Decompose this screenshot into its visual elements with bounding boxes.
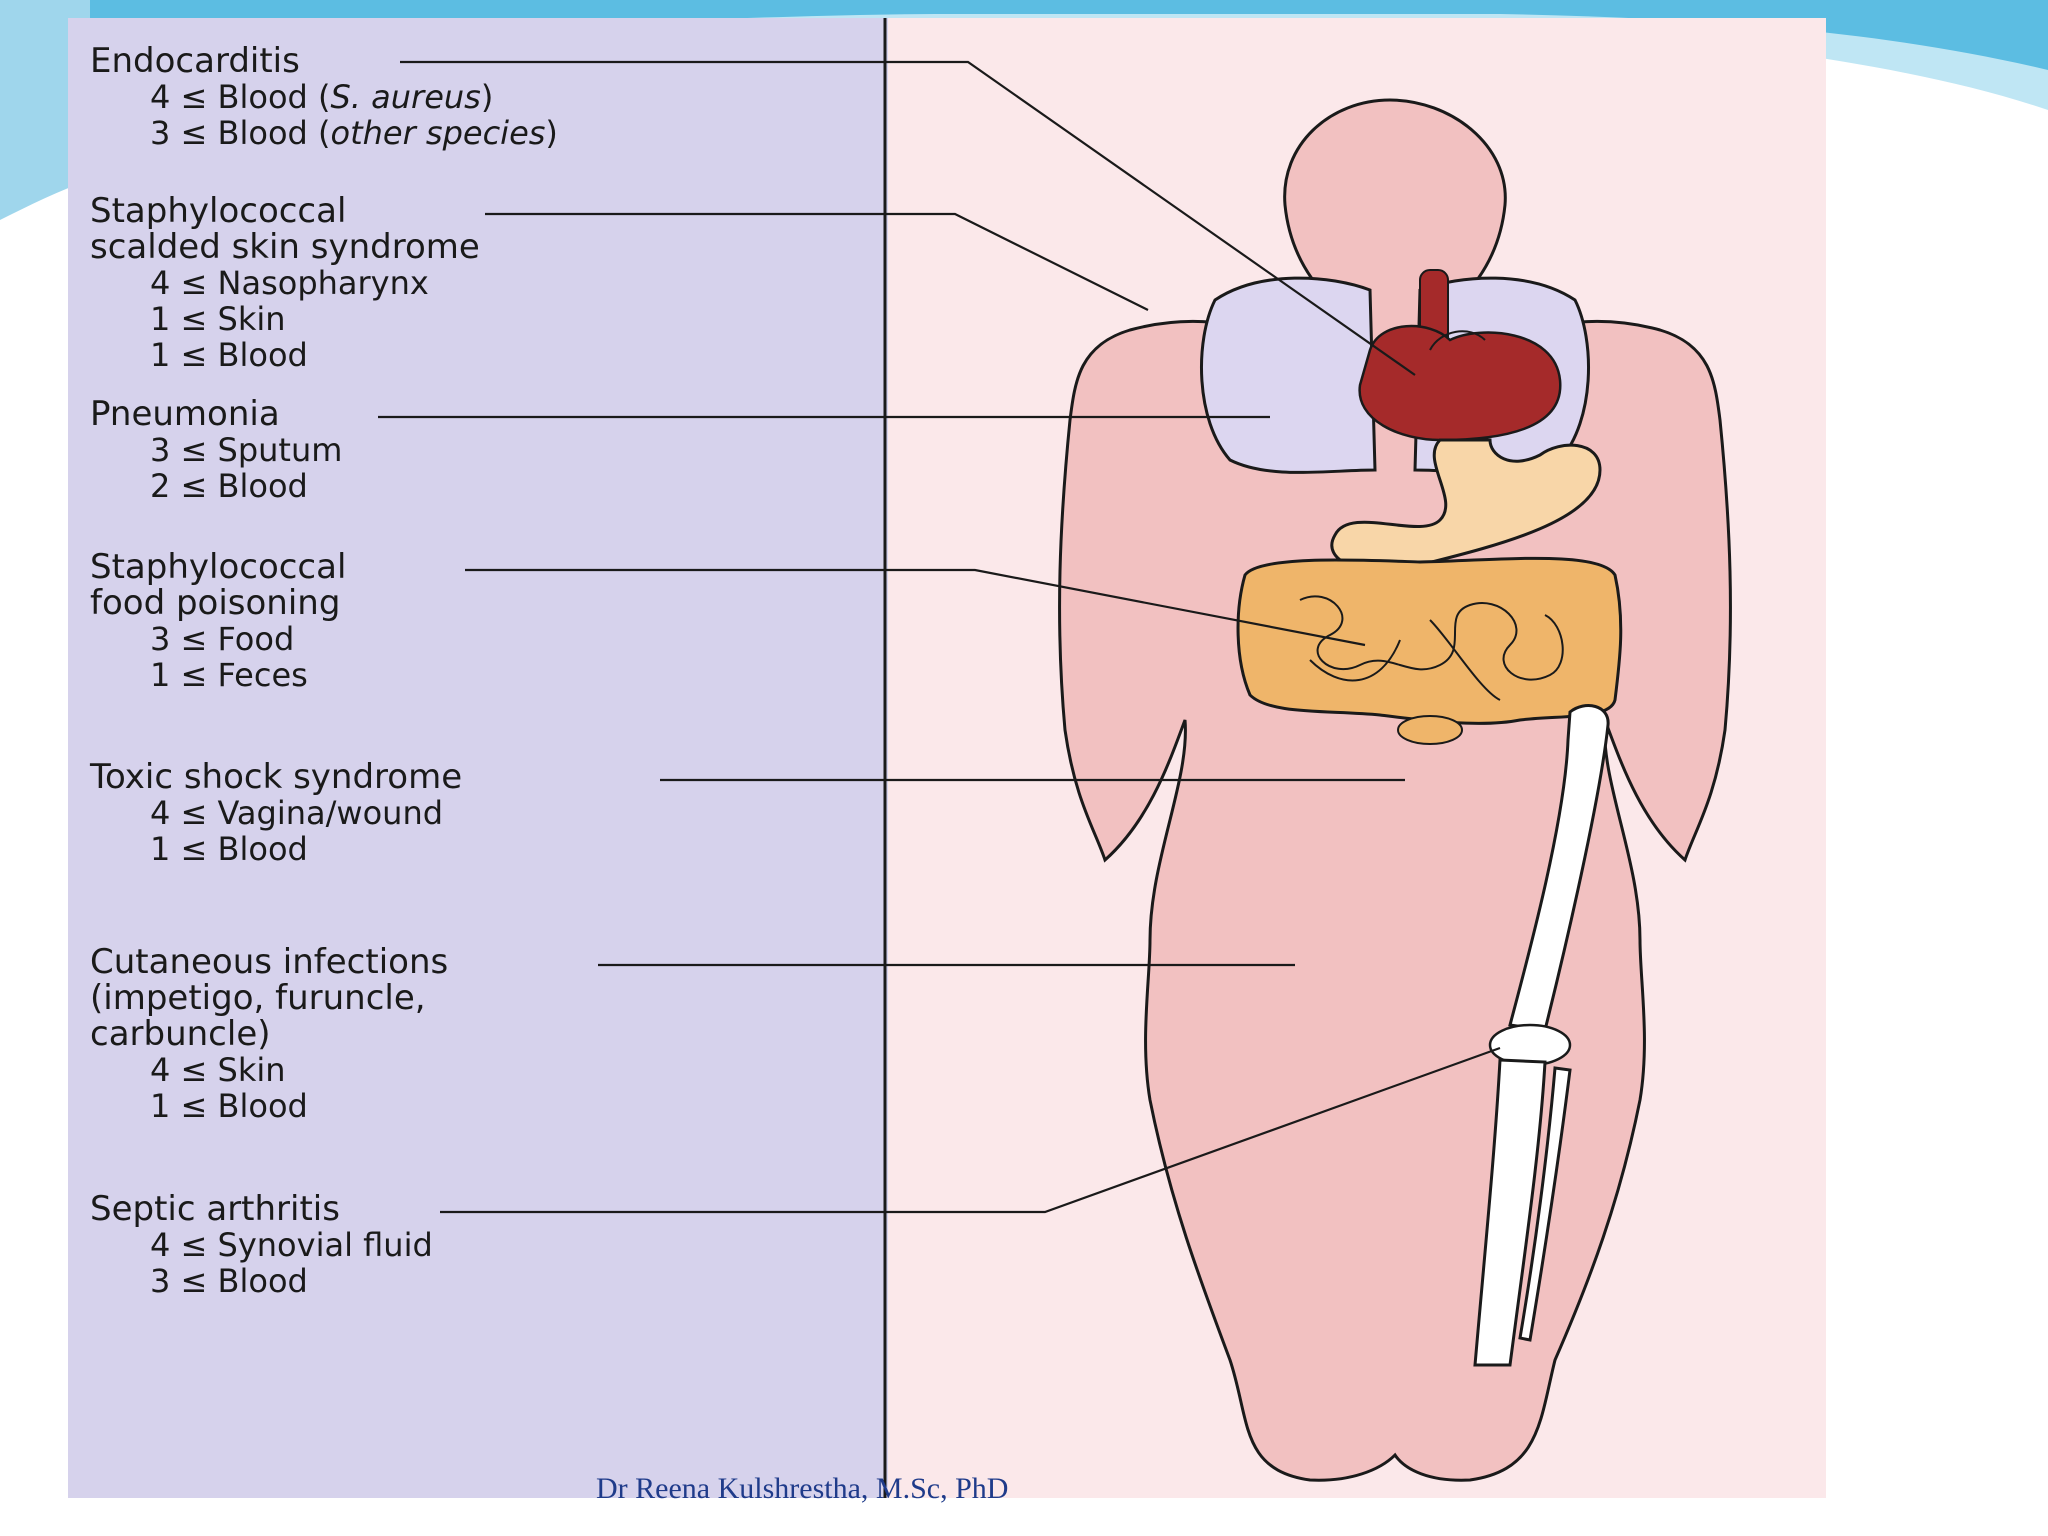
specimen-text: Blood (218, 467, 308, 505)
infection-title: Pneumonia (90, 394, 280, 434)
specimen-line: 3 ≤ Blood (150, 1262, 308, 1300)
specimen-italic: S. aureus (330, 78, 480, 116)
specimen-count: 3 (150, 114, 181, 152)
specimen-text: Blood (218, 1262, 308, 1300)
specimen-op: ≤ (181, 1262, 218, 1300)
specimen-text: Vagina/wound (218, 794, 444, 832)
left-lung (1199, 276, 1377, 474)
specimen-count: 4 (150, 78, 181, 116)
specimen-op: ≤ (181, 620, 218, 658)
leader-food-poisoning (465, 568, 1366, 647)
specimen-text: Food (218, 620, 295, 658)
specimen-op: ≤ (181, 467, 218, 505)
specimen-text: Feces (218, 656, 308, 694)
specimen-text: Blood (218, 1087, 308, 1125)
specimen-op: ≤ (181, 78, 218, 116)
tibia-bone (1473, 1058, 1547, 1367)
specimen-op: ≤ (181, 1087, 218, 1125)
human-figure (1058, 98, 1732, 1482)
specimen-op: ≤ (181, 336, 218, 374)
specimen-line: 4 ≤ Skin (150, 1051, 286, 1089)
rectum (1397, 715, 1463, 745)
teal-band-front (0, 0, 2048, 70)
heart-vessels (1429, 330, 1486, 351)
specimen-line: 3 ≤ Blood (other species) (150, 114, 558, 152)
infection-title: Cutaneous infections (90, 942, 448, 982)
specimen-text: Blood ( (218, 114, 331, 152)
fibula-bone (1518, 1066, 1572, 1342)
infection-title: Staphylococcal (90, 547, 346, 587)
specimen-line: 1 ≤ Skin (150, 300, 286, 338)
infection-title: Endocarditis (90, 41, 300, 81)
specimen-count: 4 (150, 1226, 181, 1264)
specimen-line: 4 ≤ Vagina/wound (150, 794, 443, 832)
specimen-line: 1 ≤ Blood (150, 830, 308, 868)
specimen-count: 1 (150, 300, 181, 338)
specimen-count: 3 (150, 620, 181, 658)
specimen-line: 3 ≤ Sputum (150, 431, 342, 469)
specimen-tail: ) (545, 114, 557, 152)
specimen-text: Synovial fluid (218, 1226, 433, 1264)
specimen-text: Skin (218, 1051, 286, 1089)
specimen-op: ≤ (181, 1226, 218, 1264)
leader-scalded-skin (485, 212, 1149, 311)
specimen-op: ≤ (181, 264, 218, 302)
infection-title: scalded skin syndrome (90, 227, 480, 267)
infection-title: Septic arthritis (90, 1189, 340, 1229)
specimen-op: ≤ (181, 114, 218, 152)
leader-endocarditis (400, 60, 1416, 376)
large-intestine (1236, 556, 1623, 725)
specimen-count: 4 (150, 794, 181, 832)
specimen-count: 3 (150, 1262, 181, 1300)
specimen-line: 2 ≤ Blood (150, 467, 308, 505)
specimen-text: Sputum (218, 431, 343, 469)
specimen-count: 2 (150, 467, 181, 505)
specimen-op: ≤ (181, 300, 218, 338)
specimen-line: 1 ≤ Blood (150, 336, 308, 374)
specimen-line: 4 ≤ Synovial fluid (150, 1226, 433, 1264)
label-panel (68, 18, 888, 1498)
specimen-line: 4 ≤ Blood (S. aureus) (150, 78, 493, 116)
specimen-count: 3 (150, 431, 181, 469)
specimen-count: 4 (150, 264, 181, 302)
specimen-line: 3 ≤ Food (150, 620, 294, 658)
infection-title: (impetigo, furuncle, (90, 978, 426, 1018)
specimen-italic: other species (330, 114, 545, 152)
specimen-op: ≤ (181, 830, 218, 868)
small-intestine-loops (1299, 595, 1564, 701)
specimen-line: 4 ≤ Nasopharynx (150, 264, 429, 302)
specimen-text: Blood ( (218, 78, 331, 116)
teal-band-left (0, 0, 90, 220)
specimen-count: 1 (150, 1087, 181, 1125)
specimen-op: ≤ (181, 1051, 218, 1089)
specimen-count: 1 (150, 336, 181, 374)
leader-septic-arthritis (440, 1046, 1501, 1214)
leader-lines (378, 60, 1501, 1214)
footer-credit: Dr Reena Kulshrestha, M.Sc, PhD (596, 1472, 1008, 1505)
leg-bones (1473, 704, 1610, 1367)
femur-bone (1508, 704, 1610, 1032)
specimen-text: Nasopharynx (218, 264, 429, 302)
specimen-line: 1 ≤ Feces (150, 656, 308, 694)
specimen-line: 1 ≤ Blood (150, 1087, 308, 1125)
heart-organ (1358, 269, 1562, 442)
specimen-count: 4 (150, 1051, 181, 1089)
specimen-text: Skin (218, 300, 286, 338)
specimen-count: 1 (150, 656, 181, 694)
infection-title: food poisoning (90, 583, 340, 623)
infection-title: carbuncle) (90, 1014, 271, 1054)
specimen-text: Blood (218, 336, 308, 374)
infection-title: Staphylococcal (90, 191, 346, 231)
specimen-tail: ) (481, 78, 493, 116)
infection-title: Toxic shock syndrome (89, 757, 462, 797)
specimen-op: ≤ (181, 431, 218, 469)
heart-body (1358, 324, 1562, 442)
specimen-op: ≤ (181, 656, 218, 694)
specimen-count: 1 (150, 830, 181, 868)
specimen-op: ≤ (181, 794, 218, 832)
specimen-text: Blood (218, 830, 308, 868)
